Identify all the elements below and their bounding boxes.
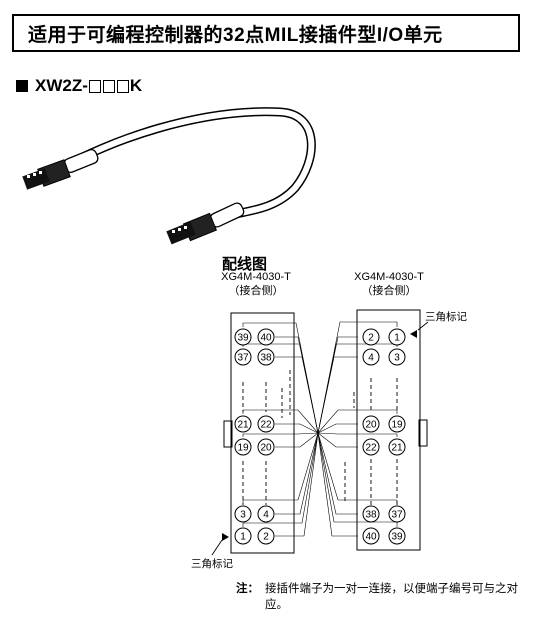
pin-number: 21	[391, 443, 403, 454]
pin-circle	[257, 328, 275, 346]
model-heading: XW2Z- K	[16, 76, 142, 96]
pin-circle	[257, 527, 275, 545]
pin-circle	[234, 348, 252, 366]
pin-number: 2	[368, 333, 374, 344]
pin-number: 39	[391, 532, 403, 543]
pin-number: 19	[237, 443, 249, 454]
right-connector-name: XG4M-4030-T	[354, 271, 424, 283]
pin-circle	[362, 415, 380, 433]
pin-number: 19	[391, 420, 403, 431]
section-title: 适用于可编程控制器的32点MIL接插件型I/O单元	[12, 14, 520, 52]
pin-circle	[362, 505, 380, 523]
pin-circle	[234, 527, 252, 545]
pin-number: 20	[365, 420, 377, 431]
left-plug-icon	[22, 149, 99, 190]
right-connector-side: （接合侧）	[361, 285, 417, 297]
triangle-mark-label-right: 三角标记	[425, 311, 467, 323]
pin-circle	[362, 527, 380, 545]
pin-number: 38	[260, 353, 272, 364]
pin-circle	[388, 505, 406, 523]
pin-circle	[388, 527, 406, 545]
bullet-square-icon	[16, 80, 28, 92]
pin-number: 4	[263, 510, 269, 521]
pin-number: 20	[260, 443, 272, 454]
left-connector-name: XG4M-4030-T	[221, 271, 291, 283]
diagram-title: 配线图	[222, 256, 268, 273]
pin-circle	[257, 415, 275, 433]
pin-number: 1	[394, 333, 400, 344]
pin-circle	[257, 505, 275, 523]
right-plug-icon	[166, 202, 245, 245]
placeholder-box-icon	[88, 79, 101, 93]
pin-number: 40	[365, 532, 377, 543]
pin-circle	[234, 438, 252, 456]
placeholder-box-icon	[102, 79, 115, 93]
pin-circle	[257, 438, 275, 456]
triangle-mark-icon	[222, 533, 229, 541]
pin-number: 37	[237, 353, 249, 364]
note-label: 注：	[236, 583, 259, 595]
pin-number: 2	[263, 532, 269, 543]
pin-number: 4	[368, 353, 374, 364]
pin-number: 22	[260, 420, 272, 431]
pin-circle	[234, 328, 252, 346]
right-connector-label: XG4M-4030-T （接合侧）	[329, 270, 449, 298]
model-prefix: XW2Z-	[35, 76, 88, 95]
footnote: 注： 接插件端子为一对一连接，以便端子编号可与之对应。	[236, 581, 535, 613]
note-text: 接插件端子为一对一连接，以便端子编号可与之对应。	[265, 583, 518, 611]
pin-number: 1	[240, 532, 246, 543]
pin-number: 21	[237, 420, 249, 431]
model-suffix: K	[129, 76, 143, 95]
pin-number: 39	[237, 333, 249, 344]
triangle-mark-label-left: 三角标记	[191, 558, 233, 570]
pin-number: 40	[260, 333, 272, 344]
pin-number: 22	[365, 443, 377, 454]
pin-circle	[388, 415, 406, 433]
left-connector-side: （接合侧）	[228, 285, 284, 297]
pin-circle	[362, 348, 380, 366]
pin-number: 38	[365, 510, 377, 521]
triangle-mark-icon	[410, 330, 417, 338]
pin-circle	[362, 328, 380, 346]
pin-circle	[257, 348, 275, 366]
pin-circle	[388, 438, 406, 456]
pin-circle	[234, 505, 252, 523]
pin-number: 3	[394, 353, 400, 364]
pin-number: 3	[240, 510, 246, 521]
pin-circle	[388, 348, 406, 366]
pin-circle	[362, 438, 380, 456]
pin-number: 37	[391, 510, 403, 521]
pin-circle	[234, 415, 252, 433]
placeholder-box-icon	[116, 79, 129, 93]
left-connector-label: XG4M-4030-T （接合侧）	[196, 270, 316, 298]
pin-circle	[388, 328, 406, 346]
